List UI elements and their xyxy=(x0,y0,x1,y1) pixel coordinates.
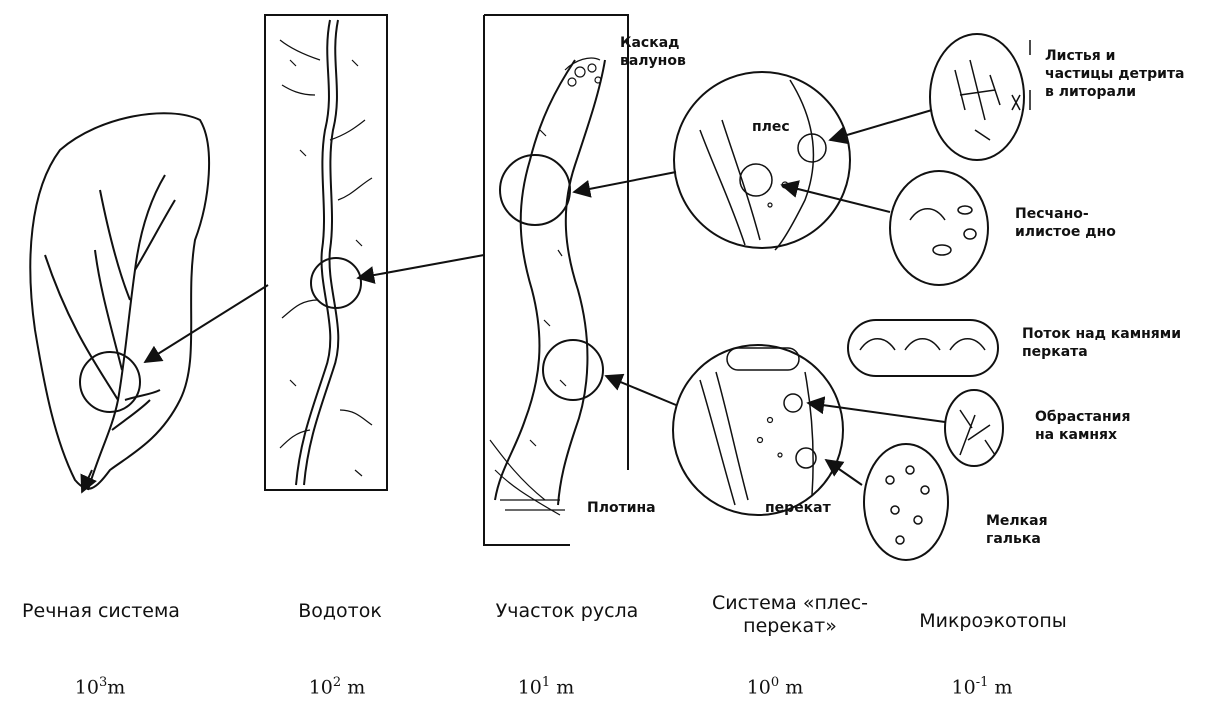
scale-reach: 101 m xyxy=(486,675,606,698)
riffle-drawing xyxy=(673,345,843,515)
watercourse-zoom-circle xyxy=(311,258,361,308)
scale-pool-riffle-system: 100 m xyxy=(715,675,835,698)
stream-channel-left xyxy=(296,20,330,485)
leaves-circle xyxy=(930,34,1024,160)
flow-over-stones-label: Поток над камнями перката xyxy=(1022,325,1181,361)
scale-river-system: 103m xyxy=(40,675,160,698)
riffle-label: перекат xyxy=(765,499,831,517)
scale-watercourse: 102 m xyxy=(277,675,397,698)
scale-microhabitats: 10-1 m xyxy=(922,675,1042,698)
arrow-leaves-to-pool xyxy=(830,110,932,140)
level-name-river-system: Речная система xyxy=(6,600,196,623)
reach-drawing xyxy=(484,15,628,545)
arrow-fouling-to-riffle xyxy=(808,403,945,422)
reach-channel-right xyxy=(558,60,605,505)
arrow-riffle-to-reach xyxy=(606,376,676,405)
leaves-detritus-label: Листья и частицы детрита в литорали xyxy=(1045,47,1185,101)
pool-drawing xyxy=(674,72,850,250)
river-system-zoom-circle xyxy=(80,352,140,412)
level-name-watercourse: Водоток xyxy=(280,600,400,623)
pool-label: плес xyxy=(752,118,790,136)
arrow-pool-to-reach xyxy=(574,172,676,192)
pool-inner-circle-1 xyxy=(740,164,772,196)
watercourse-drawing xyxy=(265,15,387,490)
flow-over-stones-rect xyxy=(848,320,998,376)
arrow-watercourse-to-river xyxy=(145,285,268,362)
fine-gravel-label: Мелкая галька xyxy=(986,512,1048,548)
reach-riffle-circle xyxy=(543,340,603,400)
reach-channel-left xyxy=(495,60,575,500)
level-name-reach: Участок русла xyxy=(482,600,652,623)
dam-label: Плотина xyxy=(587,499,656,517)
arrow-reach-to-watercourse xyxy=(358,255,484,278)
watershed-outline xyxy=(30,113,209,488)
microhabitat-drawings xyxy=(848,34,1030,560)
boulder-cascade-label: Каскад валунов xyxy=(620,34,686,70)
reach-pool-circle xyxy=(500,155,570,225)
river-system-drawing xyxy=(30,113,209,490)
main-river xyxy=(88,175,165,490)
level-name-pool-riffle-system: Система «плес- перекат» xyxy=(700,592,880,638)
gravel-circle xyxy=(864,444,948,560)
sandy-silty-bottom-label: Песчано- илистое дно xyxy=(1015,205,1116,241)
level-name-microhabitats: Микроэкотопы xyxy=(908,610,1078,633)
sandy-bottom-circle xyxy=(890,171,988,285)
riffle-inner-circle-1 xyxy=(784,394,802,412)
pool-big-circle xyxy=(674,72,850,248)
fouling-on-stones-label: Обрастания на камнях xyxy=(1035,408,1130,444)
